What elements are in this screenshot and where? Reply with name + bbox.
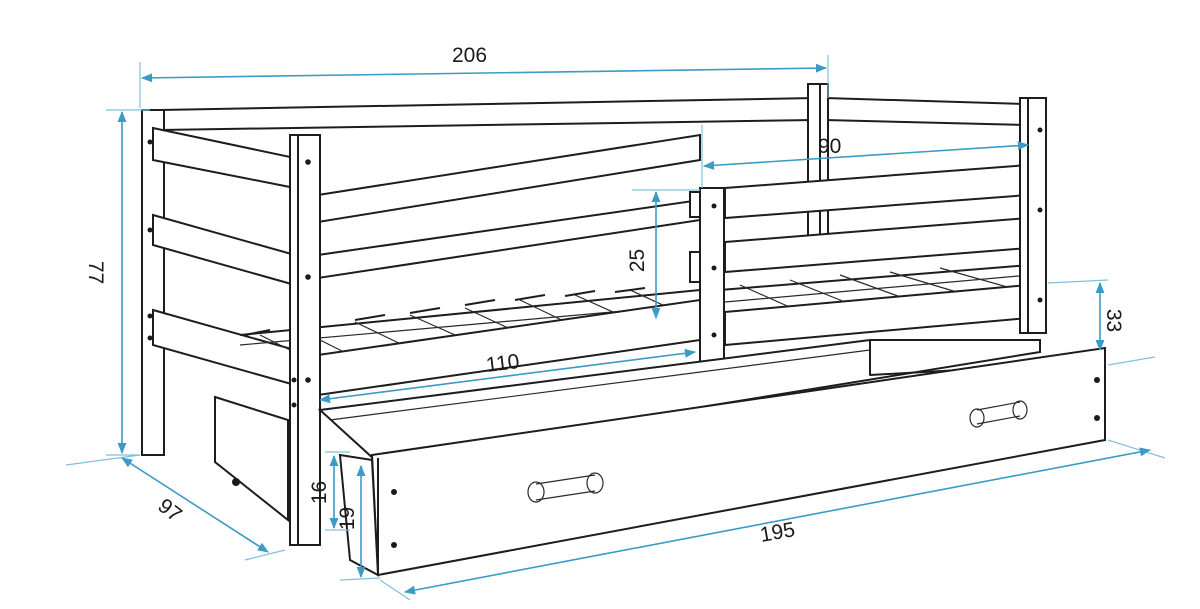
rail-guard-post bbox=[689, 187, 725, 364]
right-footboard bbox=[1019, 97, 1047, 334]
drawer-small-left bbox=[214, 395, 289, 523]
dim-drawer-clearance: 33 bbox=[1102, 308, 1126, 333]
dim-overall-height: 77 bbox=[84, 260, 108, 285]
dim-drawer-front-height: 19 bbox=[336, 506, 360, 531]
dim-rail-guard-height: 25 bbox=[626, 248, 650, 273]
dim-rail-guard-length: 90 bbox=[818, 135, 842, 158]
dim-opening-length: 110 bbox=[484, 350, 521, 377]
dim-drawer-inner-height: 16 bbox=[308, 480, 332, 505]
drawer-handle-right bbox=[969, 400, 1028, 428]
front-left-post bbox=[289, 134, 321, 546]
right-rails bbox=[724, 163, 1029, 347]
dimension-lines bbox=[65, 55, 1166, 601]
dim-overall-length: 206 bbox=[452, 44, 488, 67]
